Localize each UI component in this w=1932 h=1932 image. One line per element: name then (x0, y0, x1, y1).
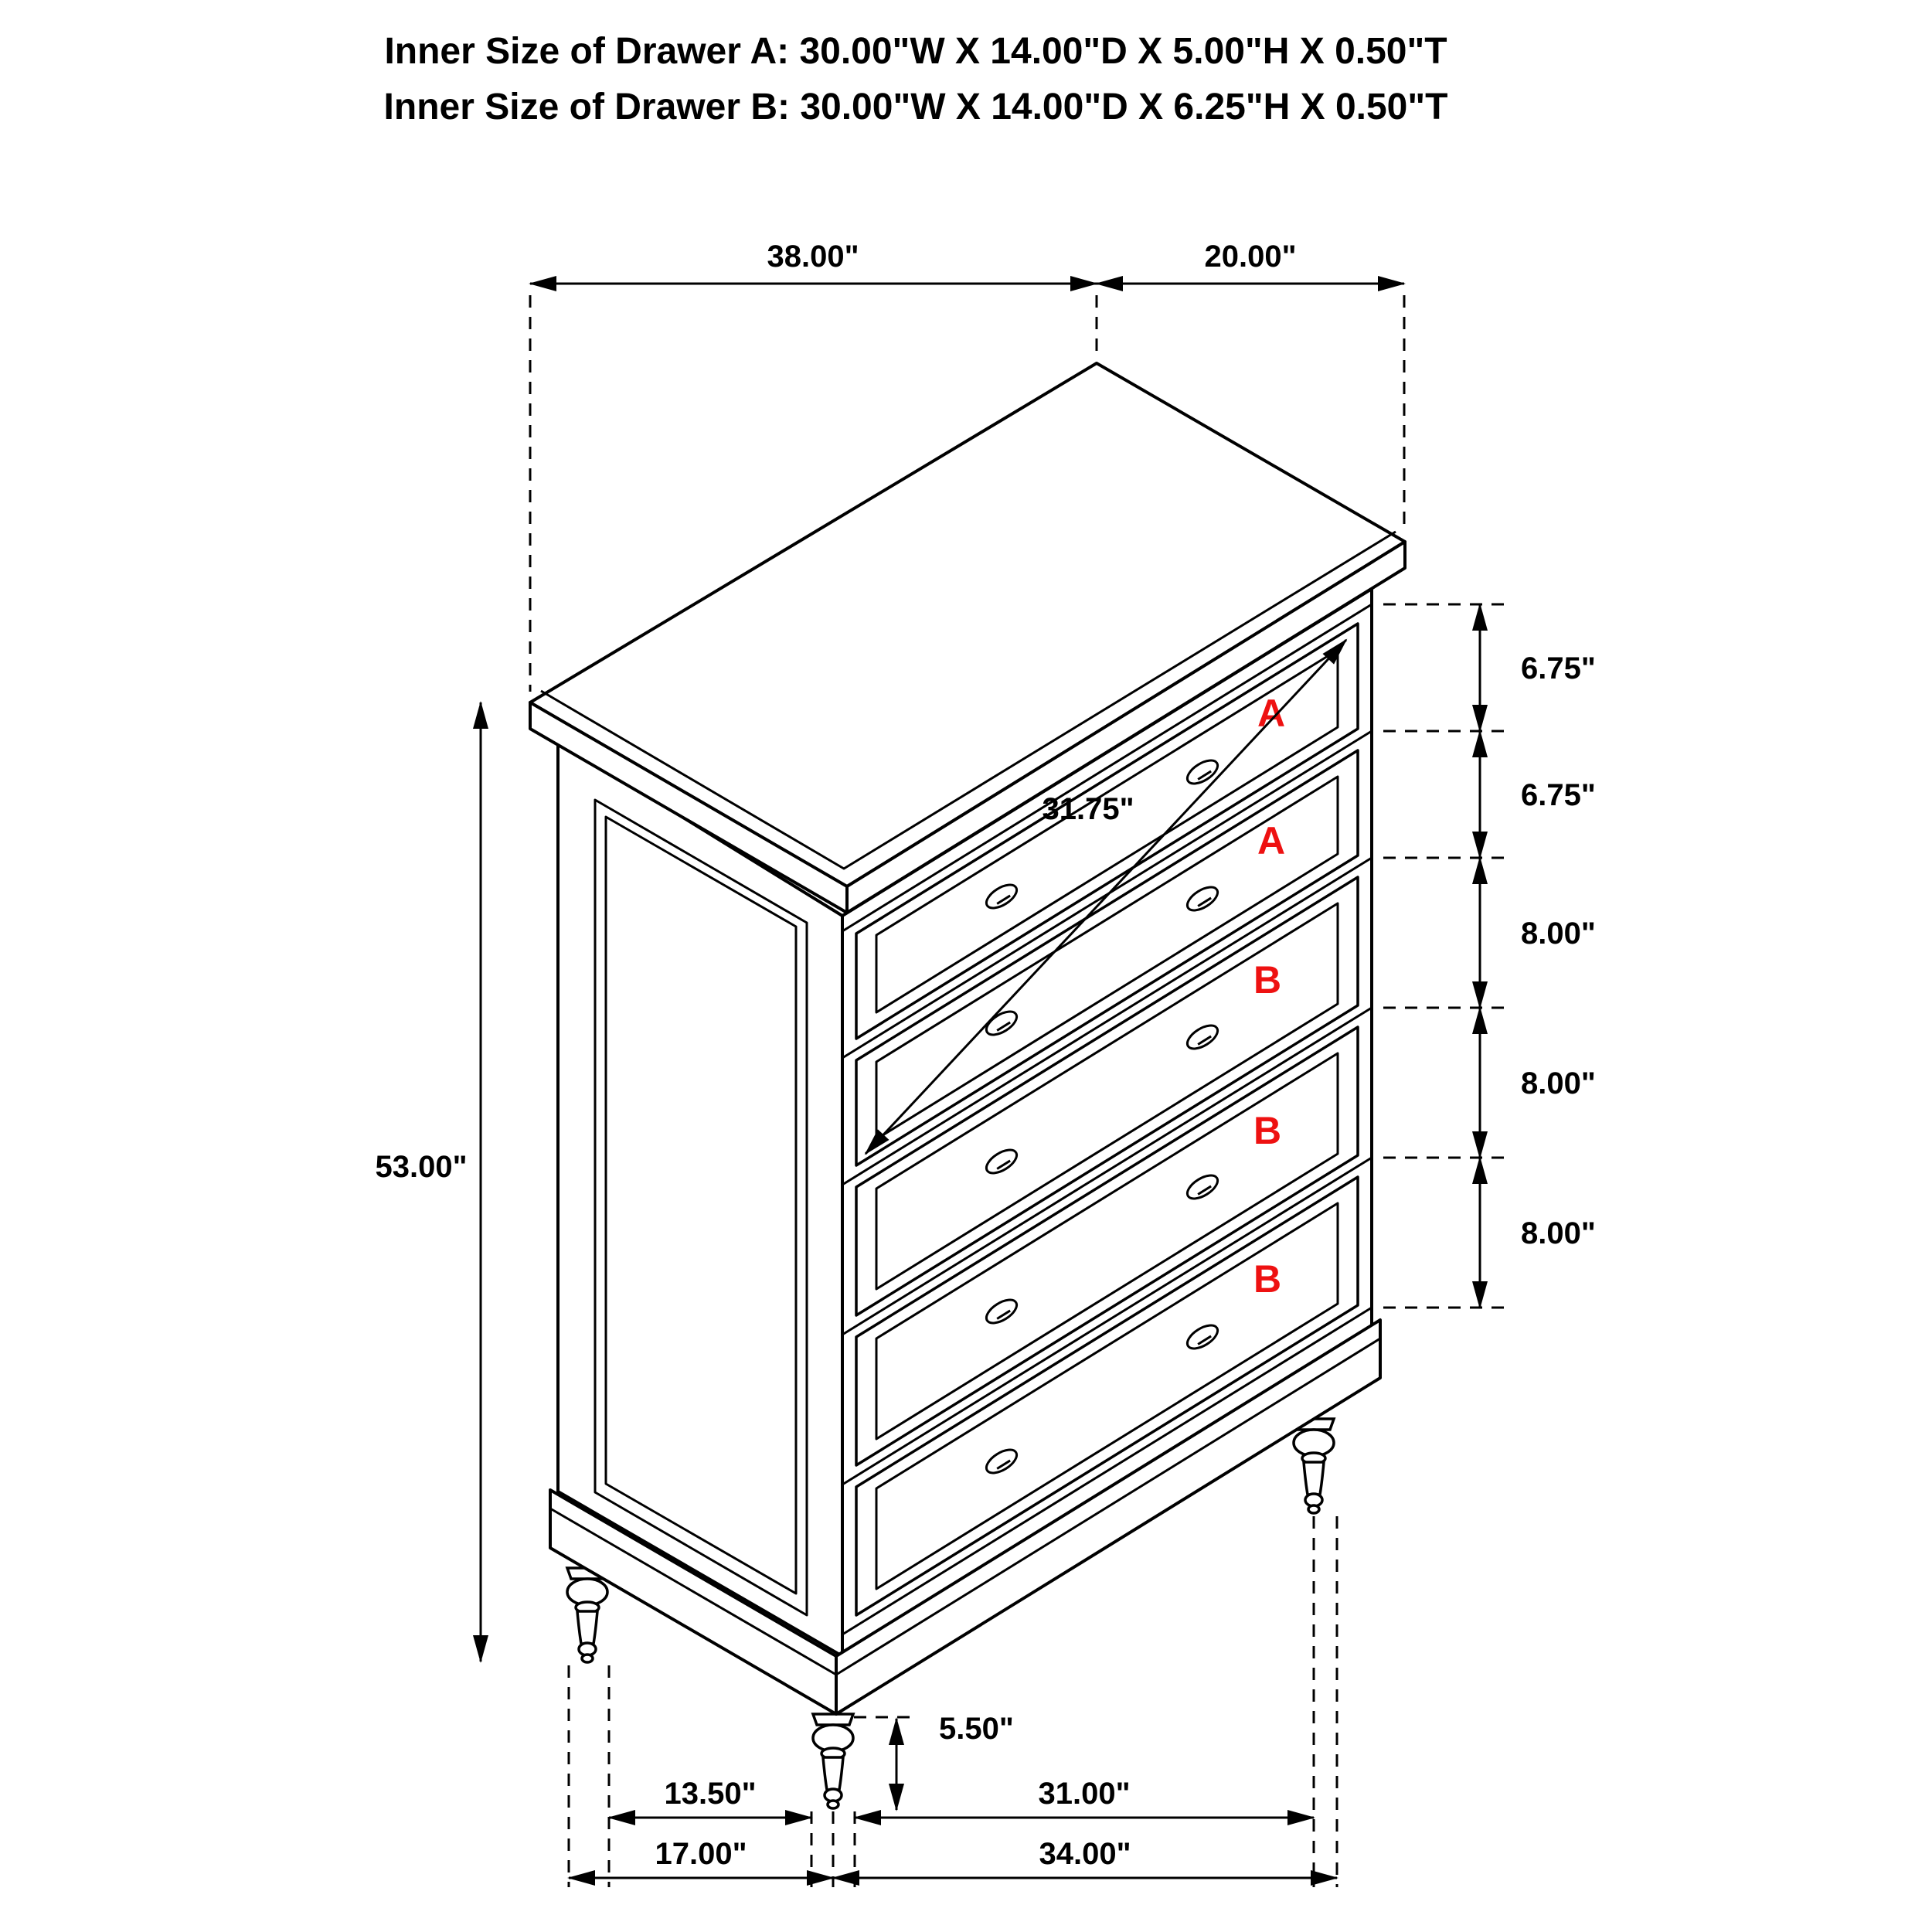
dim-drawer-heights: 6.75" 6.75" 8.00" 8.00" 8.00" (1383, 603, 1596, 1309)
chest-drawing: A A B (529, 362, 1406, 1810)
drawer-1-type-label: A (1257, 692, 1285, 735)
leg-front (811, 1713, 855, 1810)
dim-label-top-width: 38.00" (767, 240, 859, 274)
dim-label-top-depth: 20.00" (1204, 240, 1296, 274)
dim-overall-height: 53.00" (375, 701, 488, 1663)
side-panel-recess-outer (594, 798, 808, 1617)
dim-drawer-face-width: 31.75" (864, 638, 1348, 1155)
leg-extension-lines (567, 1516, 1338, 1887)
drawer-4-type-label: B (1253, 1109, 1281, 1152)
leg-right (1292, 1417, 1335, 1515)
dim-top-depth: 20.00" (1095, 240, 1406, 532)
drawer-3-type-label: B (1253, 958, 1281, 1002)
dim-top-width: 38.00" (529, 240, 1098, 692)
dim-label-drawer2-height: 6.75" (1521, 778, 1596, 812)
diagram-title: Inner Size of Drawer A: 30.00"W X 14.00"… (384, 31, 1448, 128)
dim-bottom: 13.50" 31.00" 17.00" 34.00" (567, 1516, 1338, 1887)
dim-label-leg-gap-front: 31.00" (1038, 1777, 1130, 1811)
dim-label-drawer4-height: 8.00" (1521, 1066, 1596, 1100)
side-panel-recess-inner (604, 815, 798, 1595)
dim-label-leg-height: 5.50" (939, 1712, 1014, 1746)
dim-label-leg-span-side: 17.00" (655, 1837, 747, 1871)
dim-label-drawer1-height: 6.75" (1521, 651, 1596, 685)
drawer-5-type-label: B (1253, 1257, 1281, 1301)
dim-label-leg-gap-side: 13.50" (664, 1777, 756, 1811)
drawer-pull-icon (985, 1448, 1019, 1475)
base-molding (549, 1318, 1382, 1716)
dim-leg-height: 5.50" (854, 1712, 1014, 1811)
drawer-pull-icon (1185, 1174, 1219, 1200)
drawer-5: B (855, 1175, 1359, 1617)
drawer-a-inner-size-text: Inner Size of Drawer A: 30.00"W X 14.00"… (384, 31, 1447, 72)
drawer-2-type-label: A (1257, 819, 1285, 862)
dim-label-leg-span-front: 34.00" (1039, 1837, 1131, 1871)
dim-label-drawer5-height: 8.00" (1521, 1216, 1596, 1250)
dim-label-overall-height: 53.00" (375, 1150, 467, 1184)
base-molding-front (835, 1318, 1382, 1716)
drawer-height-extension-lines (1383, 603, 1507, 1309)
dim-label-drawer-face-width: 31.75" (1042, 792, 1134, 826)
drawer-b-inner-size-text: Inner Size of Drawer B: 30.00"W X 14.00"… (384, 87, 1448, 128)
drawer-pull-icon (985, 1298, 1019, 1325)
drawer-5-panel (875, 1202, 1339, 1590)
drawer-pull-icon (1185, 1324, 1219, 1350)
leg-left (566, 1566, 609, 1664)
dim-label-drawer3-height: 8.00" (1521, 917, 1596, 951)
drawer-5-front (855, 1175, 1359, 1617)
